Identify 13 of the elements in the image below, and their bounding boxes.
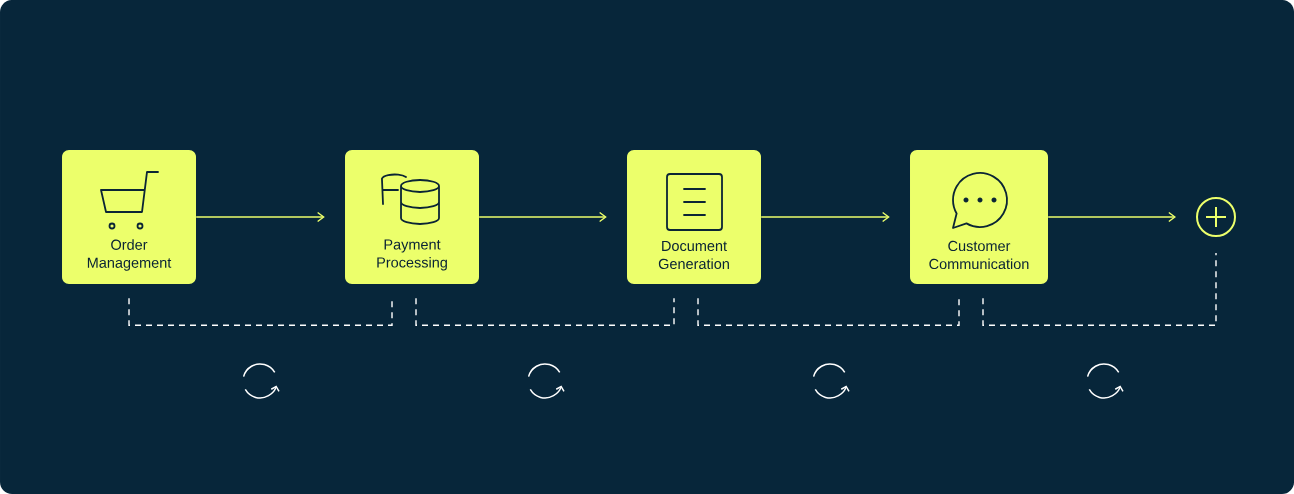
process-box: Document Generation [627, 150, 761, 284]
arrow [478, 211, 607, 223]
dashed-connector [415, 297, 675, 326]
process-box: Order Management [62, 150, 196, 284]
arrow [195, 211, 325, 223]
arrow [760, 211, 890, 223]
process-box: Payment Processing [345, 150, 479, 284]
arrow [1047, 211, 1176, 223]
dashed-connector [128, 297, 393, 326]
plus-circle-icon [1196, 197, 1236, 237]
process-box: Customer Communication [910, 150, 1048, 284]
dashed-connector [982, 252, 1217, 326]
dashed-connector [697, 297, 960, 326]
